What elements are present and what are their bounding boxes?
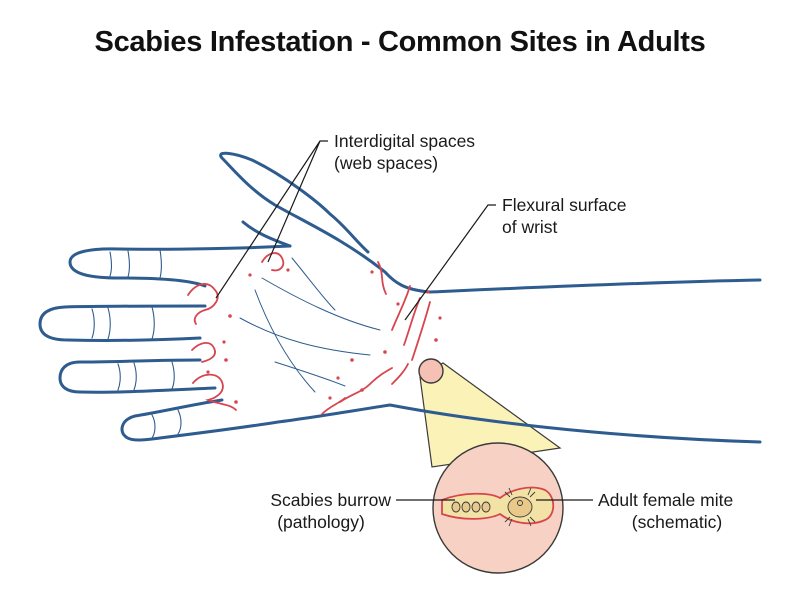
crease: [171, 361, 175, 390]
crease: [107, 307, 111, 340]
hand-outline: [38, 151, 762, 444]
leader-interdigital: [215, 140, 328, 299]
leader-lines: [215, 140, 593, 501]
ring-finger: [58, 358, 217, 394]
egg: [471, 501, 481, 513]
web-space-lesion: [261, 252, 285, 272]
zoom-source-circle: [418, 358, 444, 384]
papule: [248, 273, 252, 277]
wrist-lesion: [321, 397, 346, 415]
label-mite-line2: (schematic): [632, 512, 722, 532]
label-wrist-line1: Flexural surface: [502, 195, 627, 215]
diagram-title: Scabies Infestation - Common Sites in Ad…: [94, 26, 706, 58]
papule: [336, 376, 340, 380]
egg: [481, 501, 491, 513]
mite-icon: [504, 487, 536, 527]
label-burrow-line1: Scabies burrow: [270, 490, 391, 510]
crease: [151, 414, 156, 439]
papule: [222, 340, 226, 344]
palm-crease: [261, 277, 381, 331]
label-wrist-line2: of wrist: [502, 217, 558, 237]
label-burrow-line2: (pathology): [277, 512, 365, 532]
web-space-lesion: [191, 342, 216, 363]
middle-finger: [38, 304, 207, 342]
index-finger: [68, 244, 292, 288]
little-finger: [120, 398, 762, 444]
papule: [286, 268, 290, 272]
crease: [177, 409, 182, 435]
papule: [228, 314, 232, 318]
wrist-lesion: [391, 363, 409, 385]
web-space-lesion: [192, 373, 237, 411]
papule: [438, 316, 442, 320]
lesions: [187, 252, 431, 415]
egg: [461, 501, 471, 513]
crease: [109, 251, 113, 277]
palm-crease: [274, 361, 346, 387]
leader-wrist: [404, 204, 496, 321]
label-interdigital-line1: Interdigital spaces: [334, 131, 475, 151]
papule: [224, 358, 228, 362]
thumb-inner-edge: [241, 220, 292, 248]
egg: [451, 501, 461, 513]
palm-crease: [291, 257, 336, 311]
papule: [396, 302, 400, 306]
burrow-contents: [451, 501, 491, 513]
palm-crease: [239, 317, 371, 356]
papule: [350, 358, 354, 362]
wrist-lesion: [403, 297, 421, 346]
crease: [159, 249, 163, 279]
crease: [133, 362, 137, 391]
crease: [117, 363, 121, 391]
wrist-lesion: [339, 367, 393, 403]
wrist-lesion: [411, 301, 431, 361]
palm-crease: [254, 289, 316, 393]
crease: [127, 250, 131, 278]
papule: [206, 370, 210, 374]
label-interdigital-line2: (web spaces): [334, 153, 438, 173]
thumb-and-upper-forearm: [219, 151, 762, 294]
papule: [370, 270, 374, 274]
papule: [328, 396, 332, 400]
crease: [91, 308, 95, 339]
magnified-view: [432, 442, 564, 574]
palm-creases: [239, 257, 381, 393]
papule: [383, 350, 387, 354]
papule: [234, 400, 238, 404]
crease: [151, 306, 155, 340]
papule: [426, 290, 430, 294]
lesion-dots: [206, 268, 442, 404]
annotation-labels: Interdigital spaces (web spaces) Flexura…: [270, 131, 733, 532]
papule: [434, 338, 438, 342]
label-mite-line1: Adult female mite: [598, 490, 733, 510]
finger-creases: [91, 249, 182, 439]
wrist-lesion: [377, 261, 387, 295]
papule: [360, 388, 364, 392]
web-space-lesion: [187, 283, 219, 325]
wrist-lesion: [391, 285, 411, 331]
